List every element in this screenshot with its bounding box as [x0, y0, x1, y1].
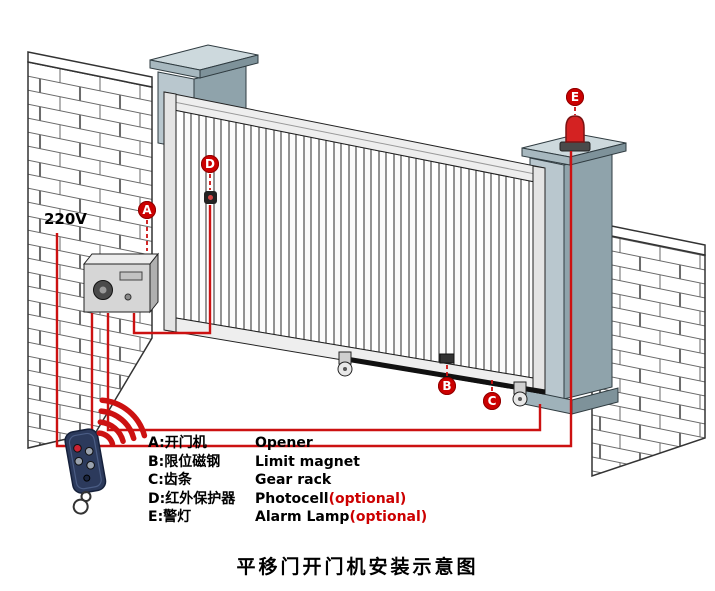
legend-row-gear-rack: C:齿条 Gear rack [148, 471, 427, 490]
voltage-label: 220V [44, 210, 87, 228]
legend: A:开门机 Opener B:限位磁钢 Limit magnet C:齿条 Ge… [148, 434, 427, 527]
remote-button [86, 460, 95, 470]
legend-row-alarm-lamp: E:警灯 Alarm Lamp(optional) [148, 508, 427, 527]
legend-optional-label: (optional) [349, 509, 428, 525]
sliding-gate [163, 91, 546, 407]
remote-button [73, 443, 82, 453]
main-power-cable [55, 151, 573, 448]
legend-en-label: Limit magnet [255, 453, 360, 470]
gate-right-stile [532, 165, 546, 395]
legend-en-label: Gear rack [255, 472, 332, 488]
legend-row-limit-magnet: B:限位磁钢 Limit magnet [148, 453, 427, 472]
remote-button [74, 456, 84, 466]
legend-en-label: Alarm Lamp [255, 509, 350, 525]
right-brick-wall [591, 221, 706, 478]
diagram-title: 平移门开门机安装示意图 [236, 556, 479, 578]
marker-gear-rack-c: C [483, 392, 501, 410]
marker-photocell-d: D [201, 155, 219, 173]
remote-keyring [80, 491, 92, 503]
limit-magnet [439, 353, 455, 364]
remote-button [84, 446, 94, 456]
leader-lines [146, 107, 576, 391]
remote-keyring-loop [72, 498, 89, 515]
legend-row-opener: A:开门机 Opener [148, 434, 427, 453]
left-brick-wall [27, 51, 153, 449]
photocell-cable [132, 205, 212, 335]
alarm-lamp [559, 115, 591, 152]
gate-roller-front [337, 351, 353, 377]
gear-rack [339, 355, 546, 395]
marker-alarm-lamp-e: E [566, 88, 584, 106]
gate-opener [82, 252, 160, 314]
gate-roller-rear [512, 381, 528, 407]
secondary-cable [106, 313, 542, 432]
gate-left-stile [163, 91, 177, 333]
legend-optional-label: (optional) [328, 490, 407, 507]
marker-opener-a: A [138, 201, 156, 219]
left-wall-coping [27, 51, 153, 88]
legend-cn-label: E:警灯 [148, 509, 192, 525]
legend-cn-label: A:开门机 [148, 435, 207, 451]
power-cables [55, 151, 573, 448]
photocell-sensor [204, 191, 217, 204]
marker-limit-magnet-b: B [438, 377, 456, 395]
legend-cn-label: B:限位磁钢 [148, 453, 221, 470]
legend-cn-label: C:齿条 [148, 472, 192, 488]
remote-signal-waves-icon [96, 397, 148, 447]
legend-en-label: Opener [255, 435, 313, 451]
remote-control [64, 428, 107, 515]
opener-release-lock [124, 293, 132, 301]
legend-cn-label: D:红外保护器 [148, 490, 236, 507]
legend-row-photocell: D:红外保护器 Photocell(optional) [148, 490, 427, 509]
legend-en-label: Photocell [255, 490, 329, 507]
